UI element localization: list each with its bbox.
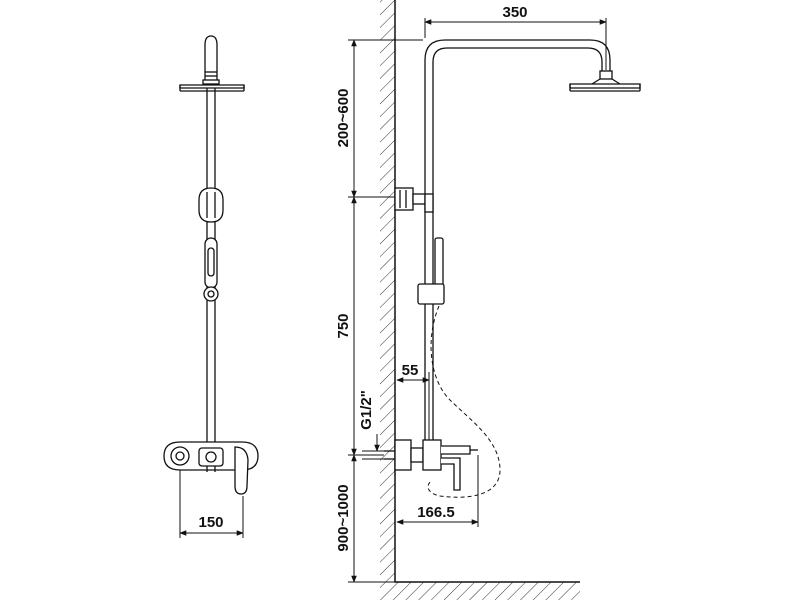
front-hand-shower [204, 237, 218, 289]
front-wall-bracket [198, 187, 224, 223]
side-view [384, 39, 641, 498]
dim-upper-height-label: 200~600 [335, 89, 352, 148]
side-riser-arm-outer [424, 39, 611, 440]
side-hose [427, 305, 501, 498]
front-mixer [163, 441, 259, 495]
dim-wall-offset-label: 55 [402, 362, 419, 379]
side-rain-head [569, 70, 641, 92]
dim-rain-head-reach-label: 350 [502, 4, 527, 21]
side-riser-arm-inner [432, 47, 603, 440]
dim-mixer-spacing: 150 [179, 470, 244, 538]
dim-mixer-height-label: 900~1000 [335, 484, 352, 551]
dim-mixer-reach-label: 166.5 [417, 504, 455, 521]
front-view [163, 35, 259, 495]
side-hand-shower [417, 237, 445, 305]
dim-thread-label: G1/2" [358, 390, 375, 430]
side-dimensions [348, 18, 607, 583]
front-rain-head [179, 35, 245, 92]
dim-bar-length-label: 750 [335, 313, 352, 338]
side-mixer [384, 439, 478, 491]
dim-mixer-spacing-label: 150 [198, 514, 223, 531]
side-wall-bracket [394, 187, 434, 213]
wall [380, 0, 580, 600]
front-slider [203, 286, 219, 302]
